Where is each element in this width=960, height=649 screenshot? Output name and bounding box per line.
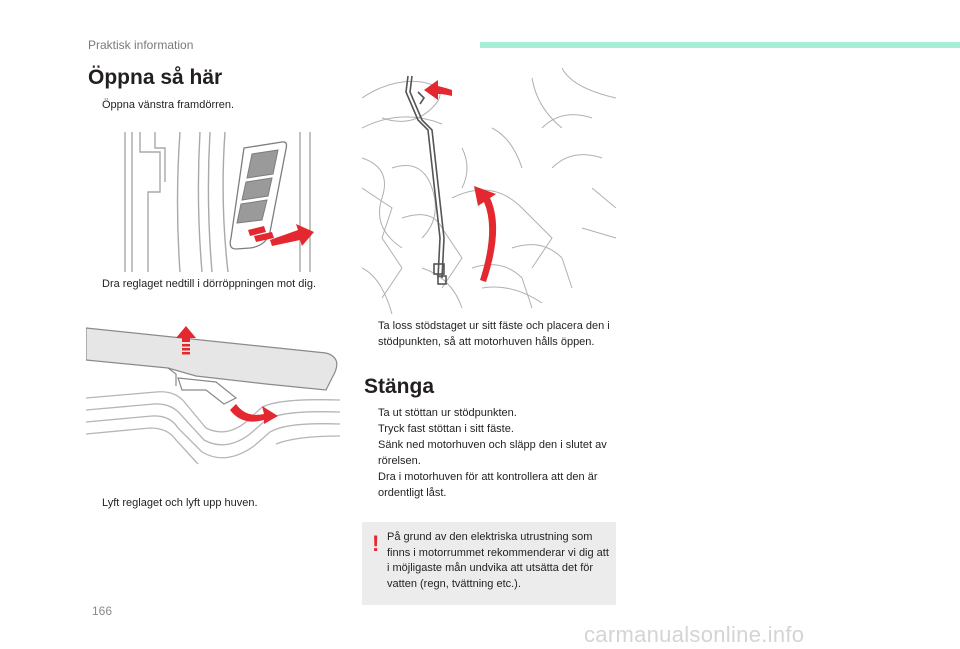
footer-watermark: carmanualsonline.info xyxy=(584,622,805,647)
step-text: Lyft reglaget och lyft upp huven. xyxy=(102,497,258,509)
step-item: Dra reglaget nedtill i dörröppningen mot… xyxy=(88,277,316,293)
section-accent-bar xyxy=(480,42,960,48)
step-text: Dra i motorhuven för att kontrollera att… xyxy=(378,471,598,499)
step-text: Ta ut stöttan ur stödpunkten. xyxy=(378,407,517,419)
arrow-icon xyxy=(424,80,497,282)
close-step-item: Tryck fast stöttan i sitt fäste. xyxy=(364,422,616,438)
step-text: Ta loss stödstaget ur sitt fäste och pla… xyxy=(378,320,610,348)
step-text: Öppna vänstra framdörren. xyxy=(102,99,235,111)
page-title: Öppna så här xyxy=(88,66,223,89)
step-item: Ta loss stödstaget ur sitt fäste och pla… xyxy=(364,319,616,350)
engine-bay-illustration xyxy=(362,68,616,314)
step-text: Dra reglaget nedtill i dörröppningen mot… xyxy=(102,278,317,290)
page-number: 166 xyxy=(92,604,113,618)
arrow-icon xyxy=(176,326,278,424)
warning-text: På grund av den elektriska utrustning so… xyxy=(387,531,609,590)
step-text: Tryck fast stöttan i sitt fäste. xyxy=(378,423,514,435)
close-step-item: Dra i motorhuven för att kontrollera att… xyxy=(364,470,616,501)
warning-box xyxy=(362,522,616,605)
hood-lever-illustration xyxy=(86,326,340,465)
step-item: Lyft reglaget och lyft upp huven. xyxy=(88,496,258,512)
section-title-close: Stänga xyxy=(364,375,435,398)
close-step-item: Ta ut stöttan ur stödpunkten. xyxy=(364,406,616,422)
step-item: Öppna vänstra framdörren. xyxy=(88,98,234,114)
warning-icon: ! xyxy=(372,531,380,556)
section-header: Praktisk information xyxy=(88,38,194,52)
close-step-item: Sänk ned motorhuven och släpp den i slut… xyxy=(364,438,616,469)
door-lever-illustration xyxy=(124,131,314,272)
step-text: Sänk ned motorhuven och släpp den i slut… xyxy=(378,439,607,467)
